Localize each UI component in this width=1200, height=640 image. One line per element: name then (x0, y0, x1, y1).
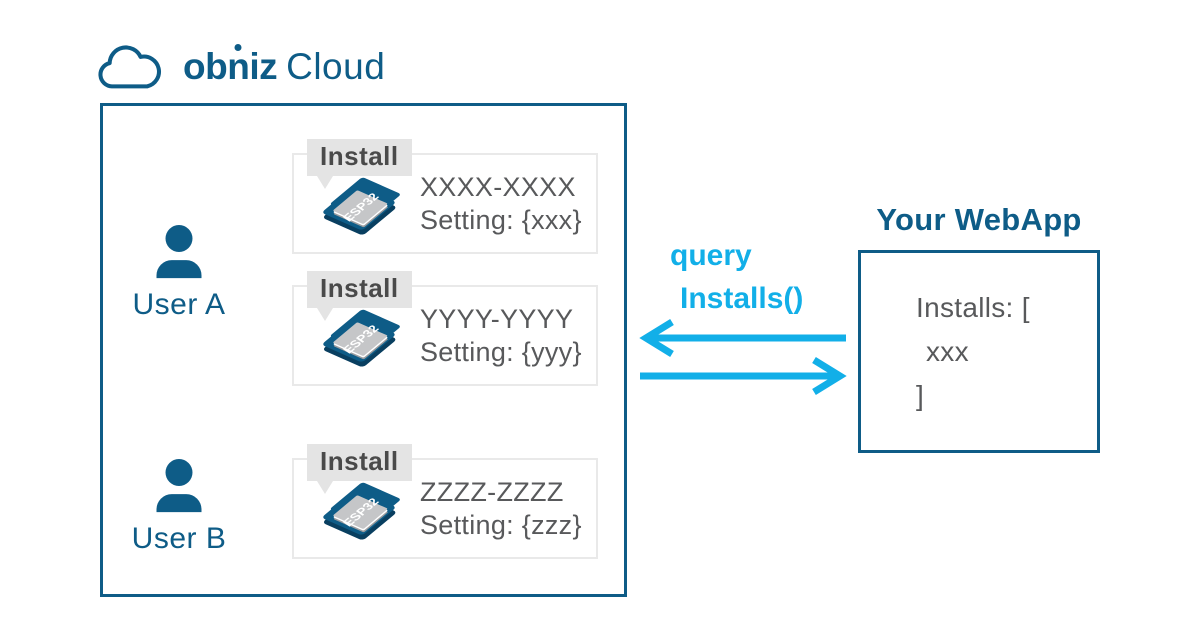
install-tag: Install (307, 139, 412, 188)
install-card: Install YYYY-YYYY Setting: {yyy} (292, 271, 598, 386)
device-setting: Setting: {xxx} (420, 204, 582, 235)
cloud-icon (98, 45, 161, 89)
install-tag: Install (307, 444, 412, 493)
device-setting: Setting: {yyy} (420, 336, 582, 367)
device-info: YYYY-YYYY Setting: {yyy} (420, 303, 582, 369)
install-card: Install ZZZZ-ZZZZ Setting: {zzz} (292, 444, 598, 559)
device-id: XXXX-XXXX (420, 171, 576, 202)
user-a: User A (109, 224, 249, 322)
webapp-code-line: Installs: [ (916, 292, 1030, 323)
install-tag: Install (307, 271, 412, 320)
user-b: User B (109, 458, 249, 556)
logo-product: Cloud (286, 46, 386, 87)
person-icon (156, 225, 202, 279)
device-id: ZZZZ-ZZZZ (420, 476, 564, 507)
webapp-code: Installs: [ xxx ] (861, 253, 1097, 418)
logo-brand-part: iz (249, 46, 278, 87)
logo-brand-part: ob (183, 46, 228, 87)
webapp-code-line: xxx (926, 336, 969, 367)
arrow-right-icon (640, 357, 847, 395)
install-card: Install XXXX-XXXX Setting: {xxx} (292, 139, 598, 254)
device-info: ZZZZ-ZZZZ Setting: {zzz} (420, 476, 582, 542)
device-id: YYYY-YYYY (420, 303, 574, 334)
query-line2: Installs() (680, 282, 804, 315)
query-label: query Installs() (670, 234, 803, 320)
user-label: User A (132, 288, 226, 321)
person-icon (156, 459, 202, 513)
query-line1: query (670, 239, 752, 272)
device-setting: Setting: {zzz} (420, 509, 582, 540)
webapp-title: Your WebApp (876, 202, 1082, 237)
user-label: User B (131, 522, 227, 555)
logo-brand-dotted-n: n (227, 46, 250, 87)
arrow-left-icon (639, 319, 846, 357)
device-info: XXXX-XXXX Setting: {xxx} (420, 171, 582, 237)
webapp-box: Installs: [ xxx ] (858, 250, 1100, 453)
webapp-code-line: ] (916, 380, 925, 411)
